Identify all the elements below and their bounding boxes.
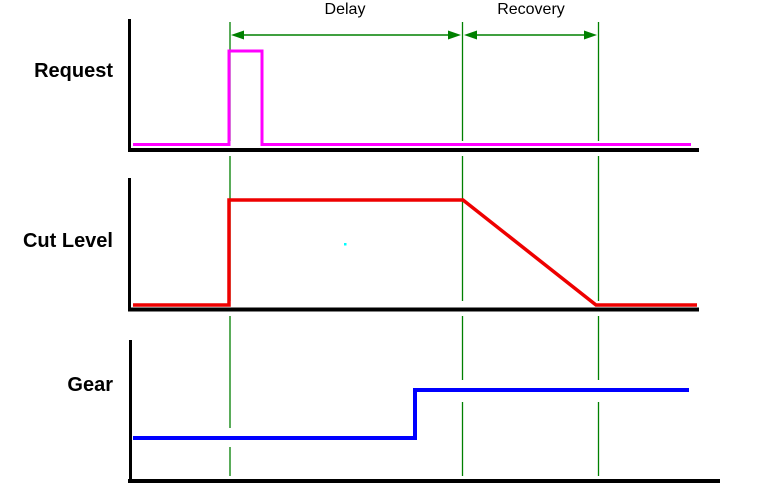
gear-label: Gear <box>67 374 113 396</box>
recovery-span-arrowhead-right <box>584 30 597 40</box>
delay-label: Delay <box>324 1 366 18</box>
delay-span-arrowhead-left <box>231 30 244 40</box>
recovery-label: Recovery <box>497 1 565 18</box>
cut-level-label: Cut Level <box>22 230 113 252</box>
cut-level-trace <box>133 198 697 307</box>
gear-trace <box>133 388 689 440</box>
delay-span-arrowhead-right <box>448 30 461 40</box>
request-trace <box>133 49 691 146</box>
request-label: Request <box>34 60 113 82</box>
marker-dot <box>344 243 347 246</box>
recovery-span-arrowhead-left <box>464 30 477 40</box>
